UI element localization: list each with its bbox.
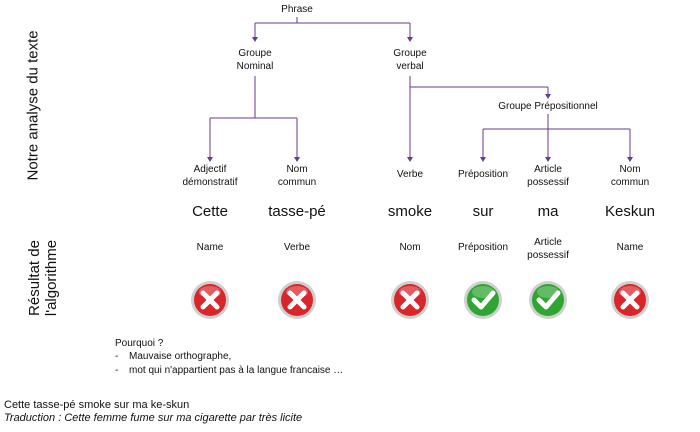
result-label-2: Verbe <box>257 241 337 254</box>
source-sentence: Cette tasse-pé smoke sur ma ke-skun <box>4 399 190 411</box>
analysis-label-line: Verbe <box>396 169 424 180</box>
word-6: Keskun <box>604 203 656 220</box>
arrow-gv <box>407 37 413 42</box>
why-bullet-2: - <box>115 365 119 376</box>
node-gv-line2: verbal <box>396 61 424 72</box>
why-item-2-text: mot qui n'appartient pas à la langue fra… <box>129 365 344 376</box>
check-icon <box>464 281 502 319</box>
arrow-prep <box>480 157 486 162</box>
result-label-line: Nom <box>399 242 421 253</box>
analysis-label-line: Article <box>534 164 562 175</box>
result-label-line2: l'algorithme <box>43 239 60 317</box>
word-4: sur <box>472 203 494 220</box>
why-item-1-text: Mauvaise orthographe, <box>129 351 232 362</box>
why-title: Pourquoi ? <box>115 338 164 349</box>
why-item-1: -Mauvaise orthographe, <box>115 350 231 364</box>
translation-line: Traduction : Cette femme fume sur ma cig… <box>4 412 303 424</box>
analysis-side-label: Notre analyse du texte <box>24 30 42 181</box>
result-label-line: Name <box>616 242 644 253</box>
node-phrase: Phrase <box>281 4 313 15</box>
result-label-5: Article possessif <box>508 236 588 262</box>
why-item-2: -mot qui n'appartient pas à la langue fr… <box>115 364 343 378</box>
result-label-line1: Résultat de <box>26 240 43 316</box>
word-5: ma <box>537 203 559 220</box>
analysis-label-1: Adjectif démonstratif <box>170 163 250 189</box>
cross-icon <box>191 281 229 319</box>
analysis-label-line: Nom <box>286 164 308 175</box>
node-groupe-nominal: Groupe Nominal <box>220 47 290 73</box>
word-2: tasse-pé <box>268 203 326 220</box>
result-label-3: Nom <box>370 241 450 254</box>
analysis-label-5: Article possessif <box>508 163 588 189</box>
cross-icon <box>278 281 316 319</box>
node-groupe-verbal: Groupe verbal <box>375 47 445 73</box>
analysis-label-4: Préposition <box>443 168 523 181</box>
analysis-label-line: Nom <box>619 164 641 175</box>
result-side-label: Résultat de l'algorithme <box>26 223 60 333</box>
arrow-adj <box>207 157 213 162</box>
result-label-1: Name <box>170 241 250 254</box>
arrow-gn <box>252 37 258 42</box>
result-label-line: Article <box>534 237 562 248</box>
analysis-label-line: Adjectif <box>193 164 227 175</box>
analysis-label-6: Nom commun <box>590 163 670 189</box>
cross-icon <box>391 281 429 319</box>
analysis-label-line: commun <box>610 177 650 188</box>
check-icon <box>529 281 567 319</box>
analysis-label-line: commun <box>277 177 317 188</box>
result-label-6: Name <box>590 241 670 254</box>
word-1: Cette <box>192 203 228 220</box>
analysis-label-line: démonstratif <box>182 177 238 188</box>
analysis-label-3: Verbe <box>370 168 450 181</box>
arrow-nom1 <box>294 157 300 162</box>
node-gn-line1: Groupe <box>238 48 272 59</box>
result-label-line: Verbe <box>283 242 311 253</box>
arrow-art <box>545 157 551 162</box>
result-label-4: Préposition <box>443 241 523 254</box>
node-gn-line2: Nominal <box>236 61 274 72</box>
word-3: smoke <box>387 203 433 220</box>
analysis-label-line: Préposition <box>457 169 509 180</box>
node-groupe-prepositionnel: Groupe Prépositionnel <box>498 101 598 112</box>
arrow-nom2 <box>627 157 633 162</box>
result-label-line: possessif <box>527 250 569 261</box>
cross-icon <box>611 281 649 319</box>
result-label-line: Name <box>196 242 224 253</box>
analysis-label-2: Nom commun <box>257 163 337 189</box>
node-gv-line1: Groupe <box>393 48 427 59</box>
arrow-verbe <box>407 157 413 162</box>
analysis-label-line: possessif <box>527 177 569 188</box>
why-bullet-1: - <box>115 351 119 362</box>
arrow-gp <box>545 94 551 99</box>
result-label-line: Préposition <box>457 242 509 253</box>
